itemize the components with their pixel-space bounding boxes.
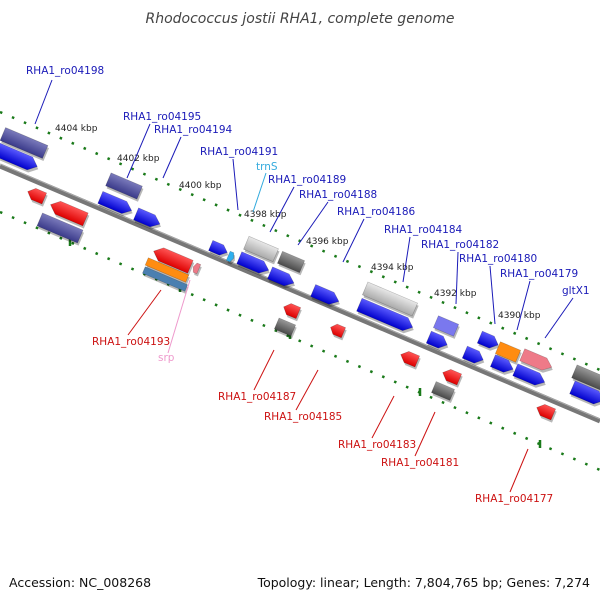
gene-gltx1[interactable]: [519, 348, 556, 376]
gene-rha1-ro04181-region[interactable]: [431, 381, 457, 404]
gene-edge-region[interactable]: [571, 364, 600, 394]
gene-rha1-ro04182[interactable]: [425, 330, 451, 353]
gene-rha1-ro04187-region[interactable]: [273, 317, 298, 339]
gene-rha1-ro04197[interactable]: [47, 198, 90, 229]
gene-rha1-ro04178[interactable]: [512, 363, 549, 391]
gene-features: [0, 127, 600, 423]
gene-label-srp[interactable]: srp: [158, 352, 175, 364]
reverse-scale-track: [0, 210, 600, 472]
leader-line: [167, 279, 191, 354]
gene-rha1-ro04180[interactable]: [476, 330, 502, 353]
gene-label-rha1-ro04185[interactable]: RHA1_ro04185: [264, 411, 342, 423]
leader-line: [455, 251, 459, 305]
gene-srp[interactable]: [142, 266, 190, 294]
leader-line: [544, 297, 574, 339]
leader-line: [269, 186, 295, 233]
leader-line: [371, 395, 395, 439]
scale-label: 4390 kbp: [498, 311, 541, 321]
gene-label-rha1-ro04195[interactable]: RHA1_ro04195: [123, 111, 201, 123]
scale-label: 4394 kbp: [371, 263, 414, 273]
gene-rha1-ro04184-region[interactable]: [362, 281, 420, 319]
scale-label: 4398 kbp: [244, 210, 287, 220]
gene-label-rha1-ro04181[interactable]: RHA1_ro04181: [381, 457, 459, 469]
gene-label-gltx1[interactable]: gltX1: [562, 285, 590, 297]
gene-rha1-ro04187[interactable]: [281, 301, 303, 322]
accession-text: Accession: NC_008268: [9, 575, 151, 590]
gene-label-rha1-ro04184[interactable]: RHA1_ro04184: [384, 224, 463, 236]
gene-rha1-ro04183[interactable]: [398, 349, 422, 370]
gene-label-rha1-ro04191[interactable]: RHA1_ro04191: [200, 146, 278, 158]
gene-label-rha1-ro04193[interactable]: RHA1_ro04193: [92, 336, 170, 348]
diagram-title: Rhodococcus jostii RHA1, complete genome: [145, 11, 454, 27]
gene-rha1-ro04193[interactable]: [150, 245, 195, 276]
gene-trns[interactable]: [225, 250, 238, 265]
gene-rha1-ro04195[interactable]: [105, 172, 144, 202]
gene-label-rha1-ro04183[interactable]: RHA1_ro04183: [338, 439, 416, 451]
gene-rha1-ro04182-region[interactable]: [432, 315, 461, 339]
gene-rha1-ro04177[interactable]: [534, 402, 558, 423]
leader-line: [297, 201, 329, 246]
scale-label: 4396 kbp: [306, 237, 349, 247]
leader-line: [516, 280, 531, 331]
gene-rha1-ro04198-cds[interactable]: [0, 142, 42, 176]
leader-line: [126, 123, 151, 179]
forward-scale-track: [0, 110, 600, 372]
gene-srp-region[interactable]: [144, 257, 190, 285]
gene-label-rha1-ro04194[interactable]: RHA1_ro04194: [154, 124, 233, 136]
leader-line: [414, 411, 436, 457]
leader-line: [489, 265, 496, 325]
scale-label: 4402 kbp: [117, 154, 160, 164]
genome-backbone: [0, 163, 600, 424]
leader-line: [295, 369, 319, 411]
gene-rha1-ro04198[interactable]: [0, 127, 50, 162]
gene-rha1-ro04188[interactable]: [267, 266, 299, 292]
gene-rha1-ro04188-region[interactable]: [277, 250, 307, 276]
scale-label: 4400 kbp: [179, 181, 222, 191]
gene-rha1-ro04195-cds[interactable]: [97, 190, 136, 219]
gene-rha1-ro04185[interactable]: [328, 322, 348, 341]
gene-edge-cds[interactable]: [569, 380, 600, 410]
gene-label-rha1-ro04189[interactable]: RHA1_ro04189: [268, 174, 346, 186]
leader-line: [509, 448, 529, 493]
gene-rha1-ro04196[interactable]: [25, 186, 49, 207]
gene-label-rha1-ro04177[interactable]: RHA1_ro04177: [475, 493, 553, 505]
gene-rha1-ro04189[interactable]: [236, 251, 273, 279]
gene-rha1-ro04186[interactable]: [310, 284, 343, 311]
leader-line: [253, 349, 275, 391]
gene-label-trns[interactable]: trnS: [256, 161, 278, 173]
gene-rha1-ro04191[interactable]: [208, 240, 231, 260]
gene-rha1-ro04180b[interactable]: [461, 345, 487, 368]
leader-line: [162, 136, 182, 179]
leader-line: [232, 158, 239, 211]
gene-rha1-ro04179-cds[interactable]: [489, 354, 518, 378]
gene-label-rha1-ro04198[interactable]: RHA1_ro04198: [26, 65, 104, 77]
gene-label-rha1-ro04187[interactable]: RHA1_ro04187: [218, 391, 296, 403]
gene-label-rha1-ro04188[interactable]: RHA1_ro04188: [299, 189, 377, 201]
gene-rha1-ro04179[interactable]: [494, 341, 523, 365]
leader-line: [127, 289, 162, 336]
leader-line: [402, 236, 411, 283]
leader-line: [34, 79, 53, 125]
gene-label-rha1-ro04179[interactable]: RHA1_ro04179: [500, 268, 578, 280]
gene-rha1-ro04196-region[interactable]: [36, 212, 85, 246]
scale-label: 4404 kbp: [55, 124, 98, 134]
label-leader-lines: [34, 79, 574, 493]
gene-label-rha1-ro04180[interactable]: RHA1_ro04180: [459, 253, 537, 265]
genome-summary-text: Topology: linear; Length: 7,804,765 bp; …: [257, 575, 590, 590]
gene-label-rha1-ro04182[interactable]: RHA1_ro04182: [421, 239, 499, 251]
gene-label-rha1-ro04186[interactable]: RHA1_ro04186: [337, 206, 416, 218]
leader-line: [252, 172, 267, 213]
gene-rha1-ro04184[interactable]: [356, 297, 417, 336]
gene-rha1-ro04181[interactable]: [440, 367, 464, 388]
gene-rha1-ro04189-region[interactable]: [243, 235, 281, 265]
leader-line: [342, 218, 365, 263]
gene-rha1-ro04194[interactable]: [133, 207, 165, 233]
gene-srp-rna[interactable]: [191, 262, 203, 277]
scale-label: 4392 kbp: [434, 289, 477, 299]
